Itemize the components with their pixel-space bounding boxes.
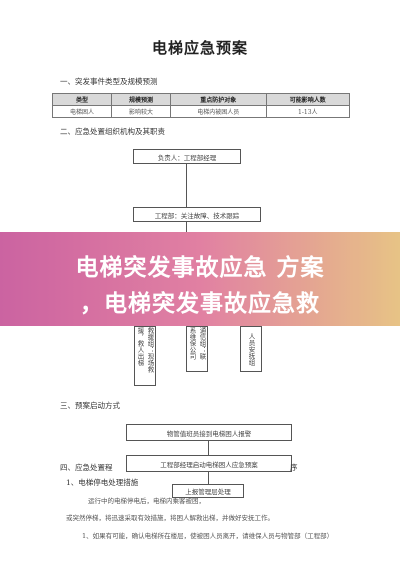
subsection-heading: 1、电梯停电处理措施 [66, 478, 139, 487]
org-middle-box: 工程部：关注故障、技术跟踪 [133, 207, 261, 222]
banner-line-2: ，电梯突发事故应急救 [80, 291, 320, 317]
flow-box-alarm: 物管值班员接到电梯困人报警 [126, 424, 292, 441]
org-column-rescue: 救援组：现场救援，救人出梯 [134, 326, 156, 386]
body-paragraph: 1、如果有可能，确认电梯所在楼层，使被困人员离开，请维保人员与物管部（工程部） [82, 532, 334, 540]
section-heading-1: 一、突发事件类型及规模预测 [60, 77, 158, 86]
section-heading-4-tail: 序 [290, 463, 298, 472]
table-row: 电梯困人 影响较大 电梯内被困人员 1-13人 [52, 105, 351, 118]
title-banner: 电梯突发事故应急 方案 ，电梯突发事故应急救 [0, 232, 400, 326]
table-cell: 电梯困人 [52, 105, 112, 118]
org-column-comfort: 人员安抚组 [240, 326, 262, 372]
flow-box-report: 上报管理层处理 [172, 484, 244, 498]
table-header: 类型 [52, 93, 112, 106]
table-cell: 1-13人 [265, 105, 351, 118]
org-column-communication: 通信组：联系维保公司 [186, 326, 208, 372]
section-heading-2: 二、应急处置组织机构及其职责 [60, 127, 165, 136]
table-header: 重点防护对象 [169, 93, 267, 106]
connector-line [186, 222, 187, 232]
section-heading-4: 四、应急处置程 [60, 463, 113, 472]
table-cell: 影响较大 [110, 105, 171, 118]
risk-table: 类型 规模预测 重点防护对象 可能影响人数 电梯困人 影响较大 电梯内被困人员 … [52, 93, 351, 118]
table-header: 可能影响人数 [265, 93, 351, 106]
document-title: 电梯应急预案 [151, 39, 248, 57]
flow-box-start-plan: 工程部经理启动电梯困人应急预案 [126, 455, 292, 472]
banner-line-1: 电梯突发事故应急 方案 [75, 255, 325, 281]
table-header: 规模预测 [110, 93, 171, 106]
connector-line [186, 164, 187, 207]
body-paragraph: 运行中的电梯停电后，电梯内乘客被困， [88, 497, 205, 505]
section-heading-3: 三、预案启动方式 [60, 401, 120, 410]
table-cell: 电梯内被困人员 [169, 105, 267, 118]
connector-line [208, 441, 209, 455]
body-paragraph: 或突然停梯，将迅速采取有效措施，将困人解救出梯，并做好安抚工作。 [66, 514, 274, 522]
org-top-box: 负责人：工程部经理 [133, 149, 241, 164]
connector-line [208, 472, 209, 484]
table-header-row: 类型 规模预测 重点防护对象 可能影响人数 [52, 93, 351, 106]
